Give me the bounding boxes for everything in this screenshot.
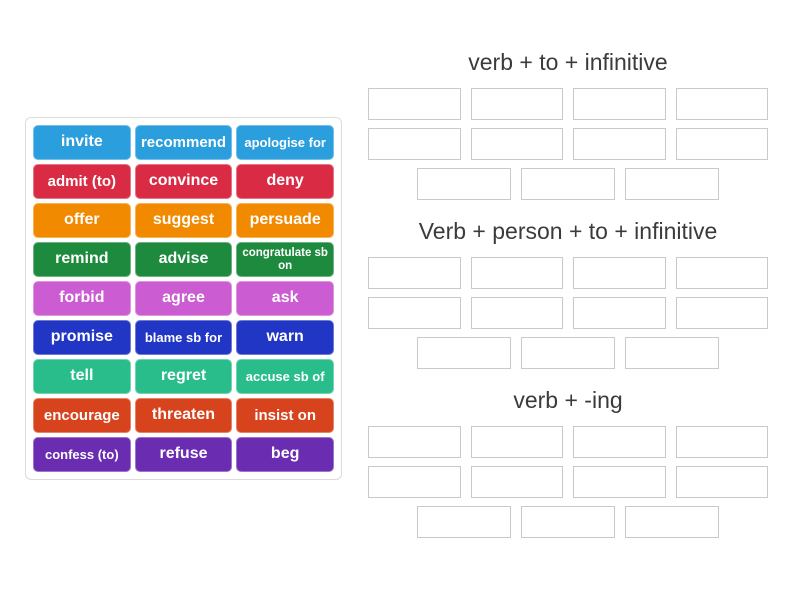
drop-slot[interactable]: [368, 257, 461, 289]
group-verb-person-to-infinitive: Verb + person + to + infinitive: [368, 215, 768, 369]
word-tile[interactable]: offer: [33, 203, 131, 238]
word-tile[interactable]: refuse: [134, 437, 233, 472]
word-tile[interactable]: recommend: [134, 125, 233, 160]
drop-slot[interactable]: [368, 88, 461, 120]
drop-slot[interactable]: [521, 168, 615, 200]
word-tile[interactable]: admit (to): [33, 164, 131, 199]
slot-row: [368, 466, 768, 498]
drop-slot[interactable]: [625, 506, 719, 538]
drop-slot[interactable]: [573, 426, 666, 458]
word-tile[interactable]: forbid: [33, 281, 131, 316]
drop-slot[interactable]: [470, 128, 563, 160]
drop-slot[interactable]: [573, 88, 666, 120]
word-tile[interactable]: apologise for: [236, 125, 334, 160]
word-tile[interactable]: blame sb for: [134, 320, 233, 355]
drop-slot[interactable]: [368, 466, 461, 498]
group-slots: [368, 426, 768, 538]
drop-slot[interactable]: [573, 128, 666, 160]
drop-slot[interactable]: [368, 128, 461, 160]
word-tile[interactable]: regret: [134, 359, 233, 394]
group-title: Verb + person + to + infinitive: [418, 218, 718, 244]
group-slots: [368, 257, 768, 369]
drop-slot[interactable]: [675, 426, 768, 458]
group-title: verb + to + infinitive: [468, 49, 668, 75]
slot-row: [368, 257, 768, 289]
word-tile[interactable]: remind: [33, 242, 131, 277]
word-tile[interactable]: deny: [236, 164, 334, 199]
word-tile[interactable]: confess (to): [33, 437, 131, 472]
slot-row: [368, 506, 768, 538]
word-tile[interactable]: suggest: [134, 203, 233, 238]
slot-row: [368, 128, 768, 160]
groups-panel: verb + to + infinitive Verb + person + t…: [368, 46, 768, 553]
drop-slot[interactable]: [675, 257, 768, 289]
word-tile[interactable]: ask: [236, 281, 334, 316]
slot-row: [368, 426, 768, 458]
word-tile[interactable]: insist on: [236, 398, 334, 433]
word-tile[interactable]: convince: [134, 164, 233, 199]
word-tile[interactable]: agree: [134, 281, 233, 316]
drop-slot[interactable]: [675, 297, 768, 329]
drop-slot[interactable]: [417, 168, 511, 200]
slot-row: [368, 337, 768, 369]
word-tile[interactable]: persuade: [236, 203, 334, 238]
drop-slot[interactable]: [573, 466, 666, 498]
drop-slot[interactable]: [470, 257, 563, 289]
word-tile[interactable]: congratulate sb on: [236, 242, 334, 277]
drop-slot[interactable]: [521, 506, 615, 538]
drop-slot[interactable]: [470, 426, 563, 458]
drop-slot[interactable]: [625, 337, 719, 369]
drop-slot[interactable]: [368, 426, 461, 458]
word-tile[interactable]: advise: [134, 242, 233, 277]
drop-slot[interactable]: [368, 297, 461, 329]
word-tile[interactable]: invite: [33, 125, 131, 160]
drop-slot[interactable]: [573, 297, 666, 329]
drop-slot[interactable]: [470, 466, 563, 498]
drop-slot[interactable]: [470, 88, 563, 120]
slot-row: [368, 168, 768, 200]
group-slots: [368, 88, 768, 200]
drop-slot[interactable]: [625, 168, 719, 200]
word-tile[interactable]: beg: [236, 437, 334, 472]
group-verb-ing: verb + -ing: [368, 384, 768, 538]
drop-slot[interactable]: [521, 337, 615, 369]
drop-slot[interactable]: [675, 88, 768, 120]
word-tile[interactable]: promise: [33, 320, 131, 355]
drop-slot[interactable]: [675, 466, 768, 498]
word-tile[interactable]: warn: [236, 320, 334, 355]
slot-row: [368, 88, 768, 120]
slot-row: [368, 297, 768, 329]
drop-slot[interactable]: [675, 128, 768, 160]
group-title: verb + -ing: [513, 387, 623, 413]
drop-slot[interactable]: [417, 337, 511, 369]
drop-slot[interactable]: [417, 506, 511, 538]
drop-slot[interactable]: [573, 257, 666, 289]
word-tile[interactable]: accuse sb of: [236, 359, 334, 394]
word-tile[interactable]: tell: [33, 359, 131, 394]
drop-slot[interactable]: [470, 297, 563, 329]
word-tile[interactable]: threaten: [134, 398, 233, 433]
word-tile[interactable]: encourage: [33, 398, 131, 433]
group-verb-to-infinitive: verb + to + infinitive: [368, 46, 768, 200]
